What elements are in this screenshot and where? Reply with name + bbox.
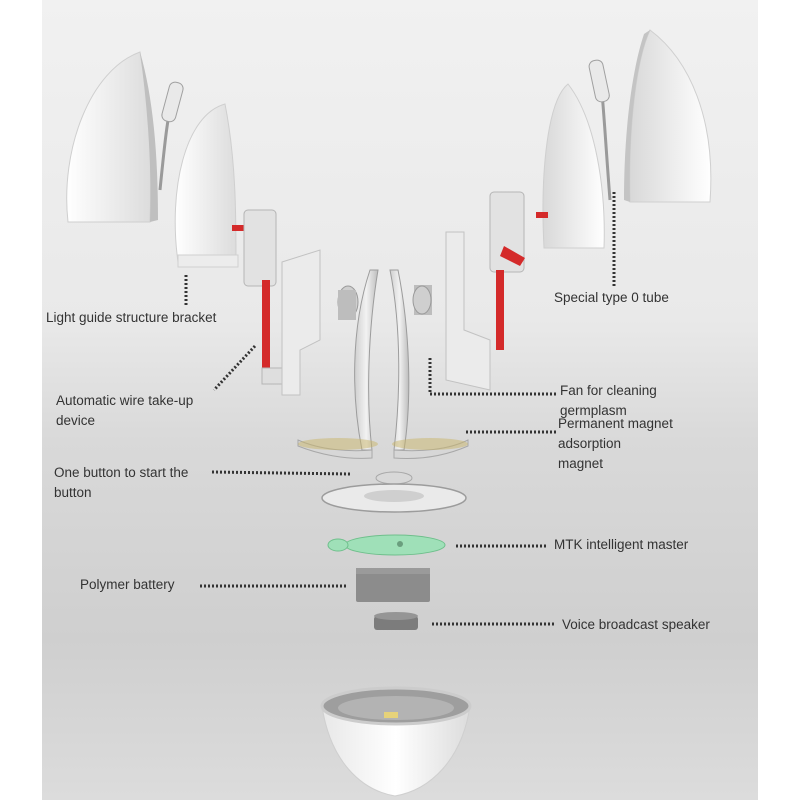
label-speaker: Voice broadcast speaker [562,617,710,632]
label-battery: Polymer battery [80,577,175,592]
clear-plate [321,483,467,513]
label-mtk: MTK intelligent master [554,537,689,552]
right-inner-shell [536,83,605,249]
left-outer-shell [66,51,158,223]
leader-lines [184,192,616,626]
left-half-disc [297,269,379,459]
right-half-disc [389,269,469,459]
one-button-disc [375,471,413,485]
leader-one-button [211,470,351,476]
right-uv-tube [588,59,612,201]
leader-fan [428,358,558,396]
left-frame [281,249,359,396]
left-inner-shell [174,103,244,268]
polymer-battery [356,568,430,602]
label-one-button: One button to start the button [54,465,189,500]
mtk-pcb [327,534,446,556]
label-light-guide-bracket: Light guide structure bracket [46,310,217,325]
label-magnet: Permanent magnet adsorption magnet [558,416,673,471]
label-special-tube: Special type 0 tube [554,290,669,305]
speaker-part [374,612,418,630]
label-wire-takeup: Automatic wire take-up device [56,393,194,428]
left-uv-tube [158,81,184,191]
right-outer-shell [624,29,712,203]
leader-wire-takeup [212,344,257,392]
label-fan: Fan for cleaning germplasm [560,383,657,418]
base-bowl [320,686,472,797]
right-bracket-block [489,191,525,350]
right-frame [412,231,491,391]
